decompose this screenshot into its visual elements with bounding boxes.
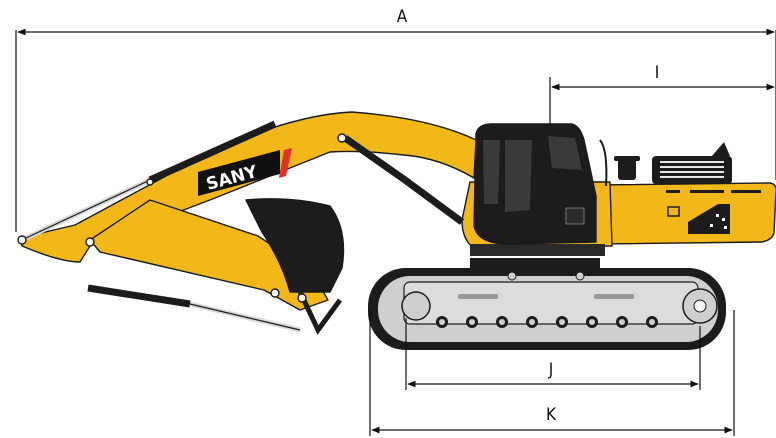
- counterweight: [597, 182, 776, 245]
- dimension-k-label: K: [546, 405, 557, 425]
- dimension-i: I: [549, 63, 775, 124]
- dimension-j: J: [405, 318, 701, 390]
- hydraulic-cylinders: [24, 120, 465, 333]
- dimension-a: A: [15, 7, 776, 232]
- exhaust: [618, 158, 636, 180]
- bucket: [245, 198, 345, 293]
- track-assembly: [368, 258, 726, 350]
- dimension-a-label: A: [397, 7, 408, 27]
- dimension-k: K: [369, 310, 735, 436]
- dimension-j-label: J: [548, 360, 554, 380]
- arm: [89, 199, 329, 311]
- excavator-illustration: SANY: [17, 111, 776, 350]
- checker-panel: [688, 204, 730, 234]
- dimension-i-label: I: [655, 63, 660, 83]
- engine-grille: [652, 156, 732, 184]
- pivot-pins: [17, 133, 347, 303]
